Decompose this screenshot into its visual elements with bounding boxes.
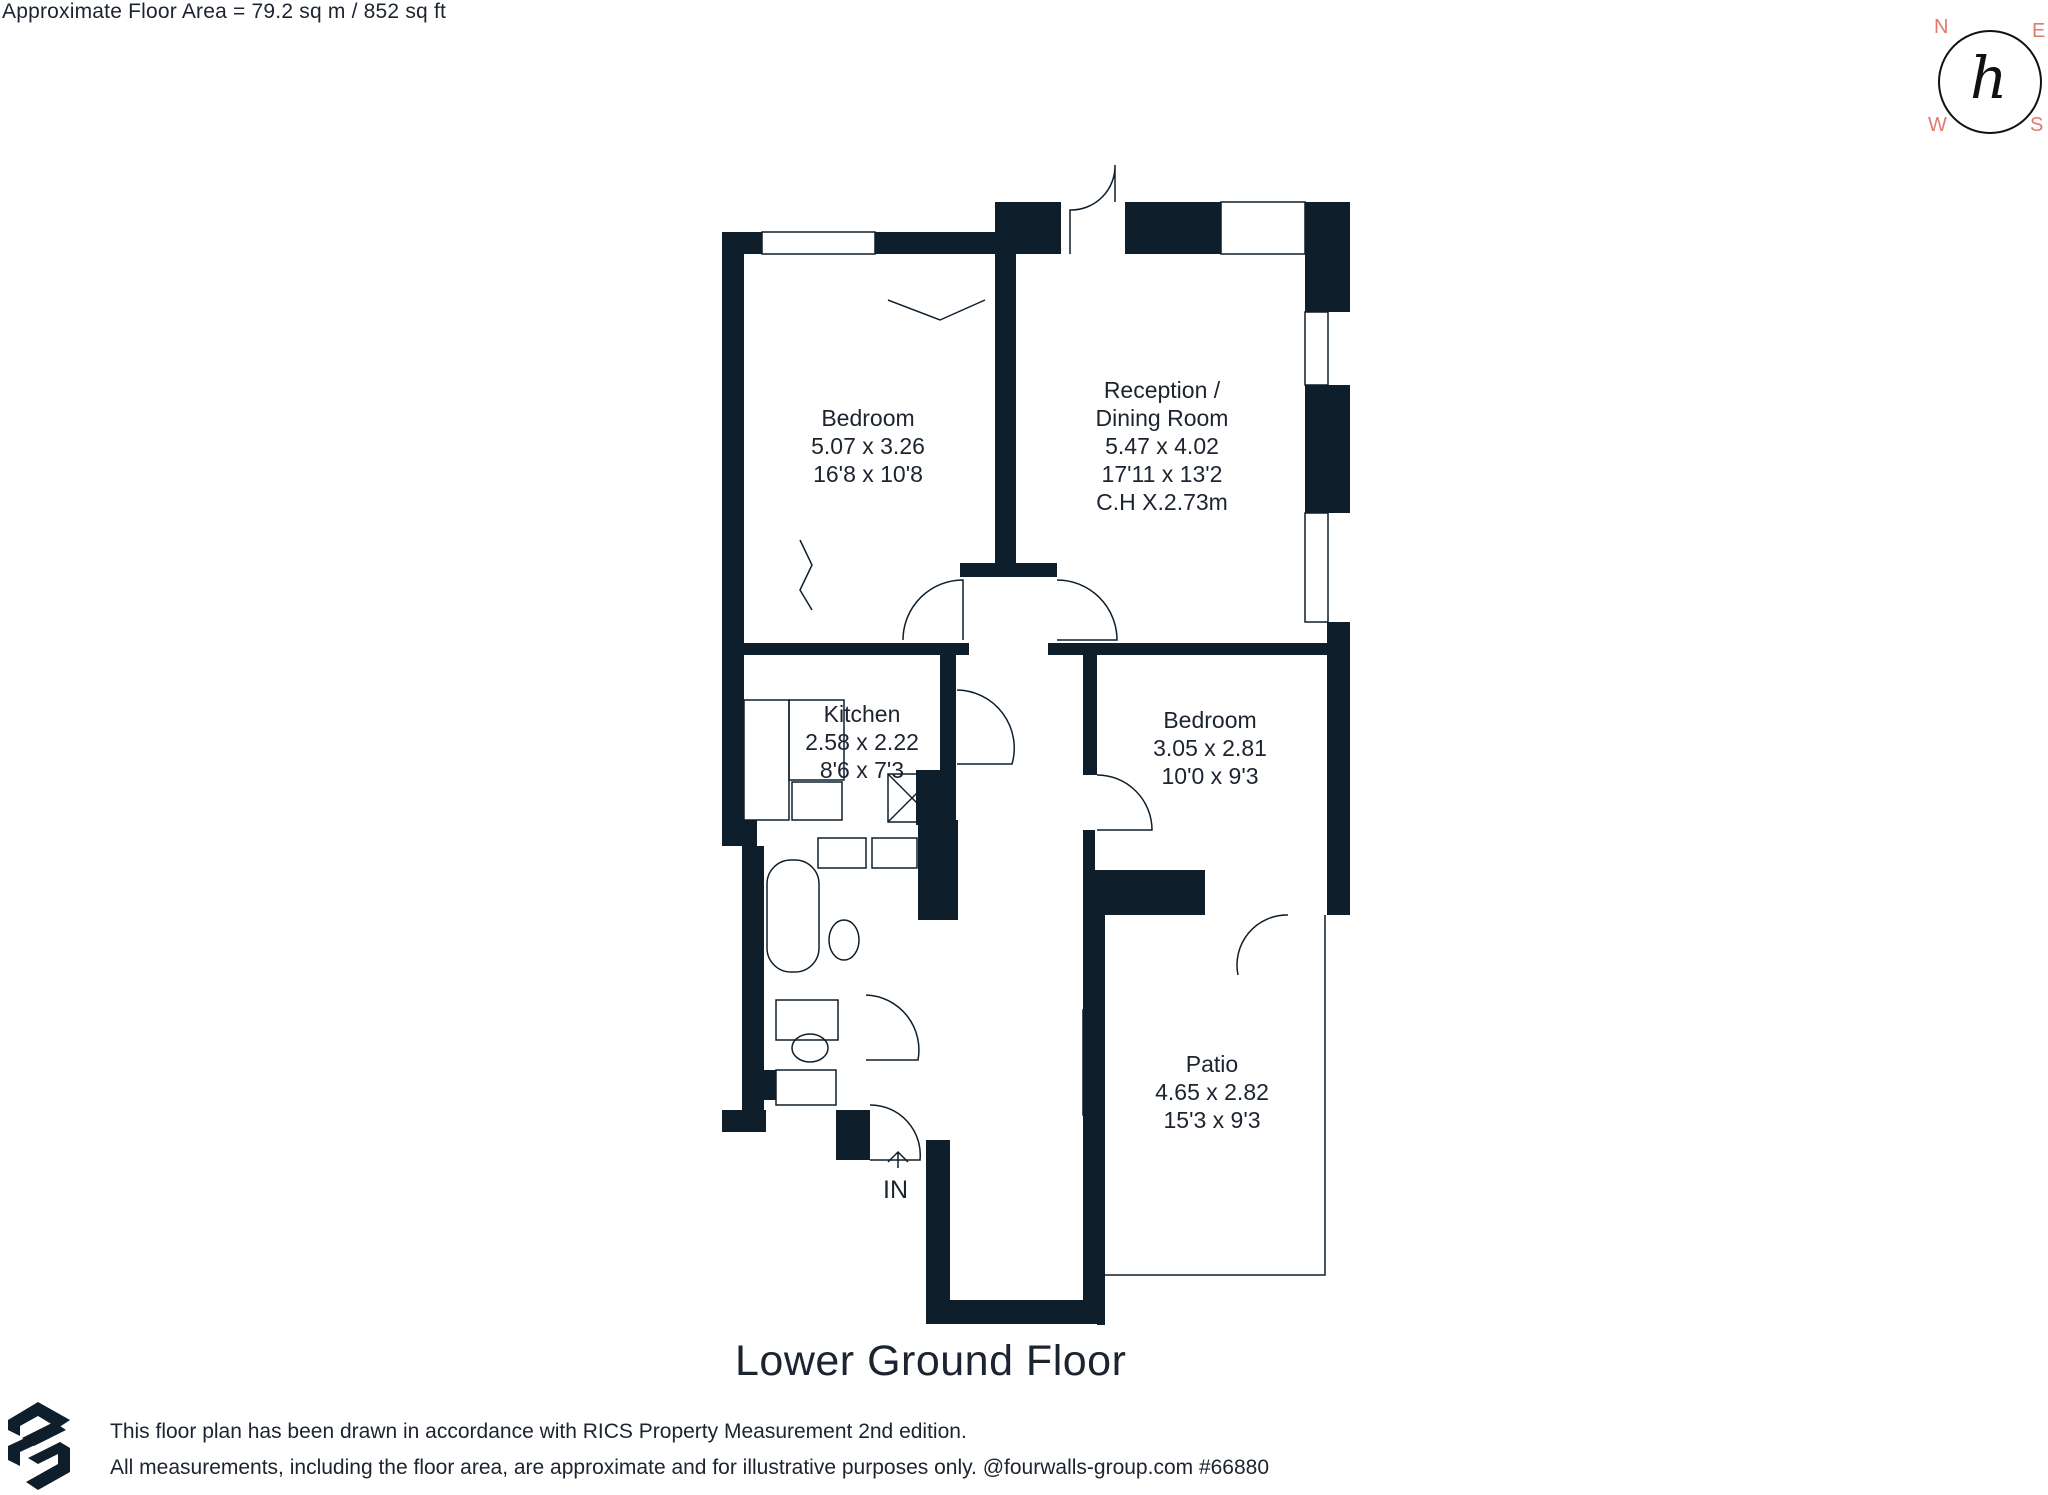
room-imperial: 15'3 x 9'3 [1163,1107,1261,1133]
fourwalls-logo-icon [8,1402,70,1490]
room-metric: 3.05 x 2.81 [1153,735,1267,761]
room-kitchen: Kitchen 2.58 x 2.22 8'6 x 7'3 [762,700,962,784]
compass: h N E W S [1926,16,2046,138]
room-name: Bedroom [1163,707,1257,733]
room-patio: Patio 4.65 x 2.82 15'3 x 9'3 [1112,1050,1312,1134]
compass-ring [1938,30,2042,134]
room-imperial: 10'0 x 9'3 [1161,763,1259,789]
room-name: Kitchen [823,701,901,727]
entrance-label: IN [883,1176,908,1204]
footer-note-disclaimer: All measurements, including the floor ar… [110,1456,1270,1479]
room-metric: 2.58 x 2.22 [805,729,919,755]
room-reception: Reception / Dining Room 5.47 x 4.02 17'1… [1062,376,1262,516]
room-name: Bedroom [821,405,915,431]
room-metric: 5.47 x 4.02 [1105,433,1219,459]
compass-west: W [1928,114,1947,136]
walls [722,202,1350,1325]
footer-note-rics: This floor plan has been drawn in accord… [110,1420,967,1443]
room-metric: 4.65 x 2.82 [1155,1079,1269,1105]
fixtures [743,164,1329,1276]
handwritten-h-logo-icon: h [1970,44,2008,112]
room-bedroom-2: Bedroom 3.05 x 2.81 10'0 x 9'3 [1110,706,1310,790]
room-bedroom-1: Bedroom 5.07 x 3.26 16'8 x 10'8 [768,404,968,488]
room-name: Patio [1185,1051,1239,1077]
compass-south: S [2030,114,2044,136]
room-imperial: 17'11 x 13'2 [1101,461,1223,487]
floor-name: Lower Ground Floor [735,1337,1127,1385]
compass-north: N [1934,16,1949,38]
room-imperial: 8'6 x 7'3 [819,757,905,783]
room-imperial: 16'8 x 10'8 [813,461,923,487]
room-name-line2: Dining Room [1095,405,1229,431]
floor-area-text: Approximate Floor Area = 79.2 sq m / 852… [2,0,447,23]
compass-east: E [2032,20,2046,42]
room-name: Reception / [1103,377,1221,403]
room-metric: 5.07 x 3.26 [811,433,925,459]
room-ceiling-height: C.H X.2.73m [1096,489,1228,515]
